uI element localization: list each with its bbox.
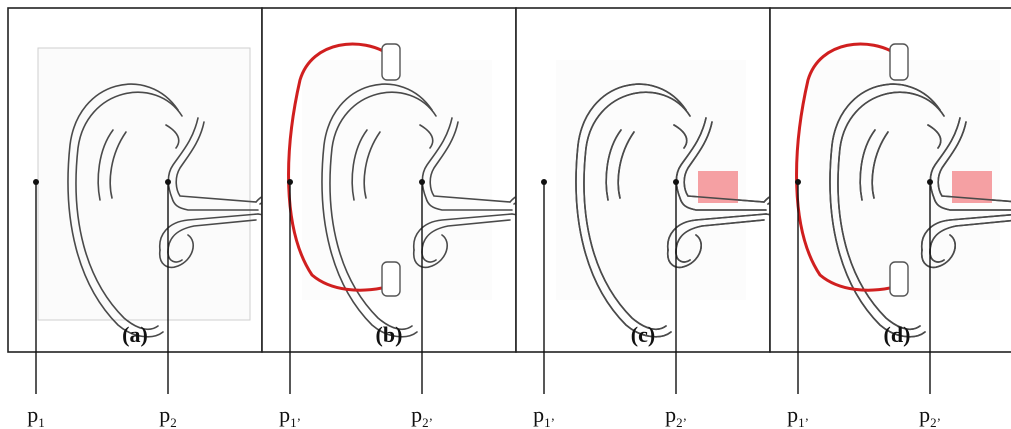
point-p2-label: p2’ <box>665 402 687 429</box>
panel-label: (b) <box>376 322 403 347</box>
upper-earpiece <box>889 43 909 81</box>
point-p2-label: p2’ <box>411 402 433 429</box>
point-p1-label: p1’ <box>787 402 809 429</box>
bypass-tube <box>287 42 391 292</box>
lower-earpiece <box>381 261 401 297</box>
ear-image-box <box>37 47 251 321</box>
upper-earpiece <box>381 43 401 81</box>
lower-earpiece <box>889 261 909 297</box>
panel-label: (a) <box>122 322 148 347</box>
panel-b: (b) p1’ p2’ <box>261 7 545 429</box>
panels-layer: (a) p1 p2 (b) p1’ p2’ (c) p1’ p2’ (d) p1’ p2’ <box>7 7 1011 429</box>
point-p2-label: p2 <box>159 402 177 429</box>
point-p1-label: p1’ <box>533 402 555 429</box>
bypass-tube <box>795 42 899 292</box>
panel-d: (d) p1’ p2’ <box>769 7 1011 429</box>
panel-label: (d) <box>884 322 911 347</box>
panel-a: (a) p1 p2 <box>7 7 291 429</box>
panel-c: (c) p1’ p2’ <box>515 7 799 429</box>
point-p1-label: p1 <box>27 402 45 429</box>
panel-label: (c) <box>631 322 655 347</box>
point-p1-label: p1’ <box>279 402 301 429</box>
point-p2-label: p2’ <box>919 402 941 429</box>
